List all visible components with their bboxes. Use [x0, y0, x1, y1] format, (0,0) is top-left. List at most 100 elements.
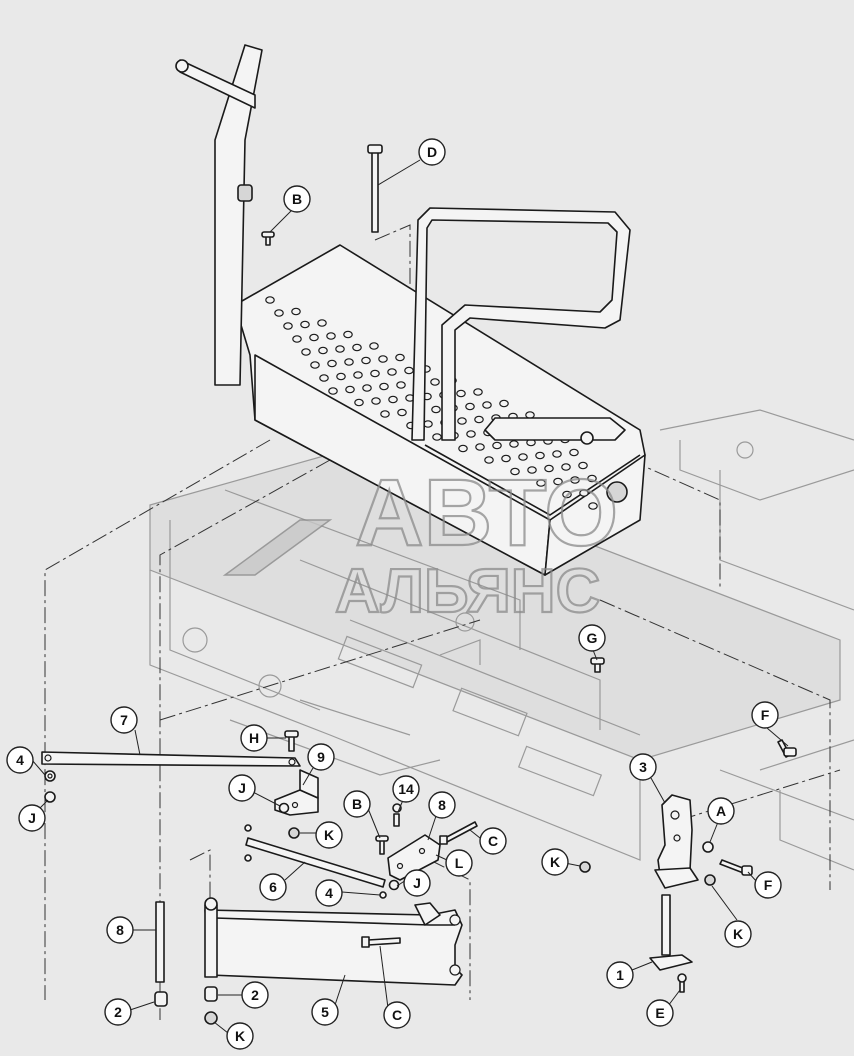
platform-hole — [318, 346, 328, 355]
callout-B: B — [283, 185, 311, 213]
svg-text:8: 8 — [438, 797, 446, 813]
svg-text:A: A — [716, 803, 726, 819]
phantom-lines — [44, 224, 841, 1020]
callout-4: 4 — [6, 746, 34, 774]
platform-hole — [578, 461, 588, 470]
svg-text:6: 6 — [269, 879, 277, 895]
callout-J: J — [228, 774, 256, 802]
callout-C: C — [383, 1001, 411, 1029]
platform-hole — [310, 361, 320, 369]
platform-hole — [326, 332, 336, 340]
bolt-H — [284, 730, 299, 752]
platform-hole — [404, 366, 414, 375]
part-6-rod — [244, 824, 387, 899]
platform-hole — [388, 395, 398, 404]
svg-text:4: 4 — [16, 752, 24, 768]
platform-hole — [370, 369, 380, 378]
part-2-bushing-left — [154, 991, 168, 1007]
svg-text:H: H — [249, 730, 259, 746]
svg-text:L: L — [455, 855, 464, 871]
callout-9: 9 — [307, 743, 335, 771]
platform-hole — [291, 307, 301, 316]
callout-L: L — [445, 849, 473, 877]
callout-14: 14 — [392, 775, 420, 803]
callout-J: J — [403, 869, 431, 897]
svg-text:K: K — [324, 827, 334, 843]
callout-8: 8 — [106, 916, 134, 944]
platform-hole — [319, 374, 329, 382]
bolt-F-top — [777, 739, 797, 758]
platform-hole — [283, 322, 293, 330]
platform-hole — [354, 398, 364, 407]
svg-text:D: D — [427, 144, 437, 160]
bolt-F-right — [719, 859, 753, 876]
platform-hole — [552, 450, 562, 458]
platform-hole — [380, 410, 390, 418]
platform-hole — [423, 420, 433, 428]
callout-E: E — [646, 999, 674, 1027]
svg-text:B: B — [292, 191, 302, 207]
svg-text:C: C — [392, 1007, 402, 1023]
svg-text:K: K — [733, 926, 743, 942]
part-A-washer — [702, 841, 714, 853]
part-3-bracket — [654, 794, 699, 889]
platform-hole — [587, 474, 597, 483]
platform-hole — [579, 489, 589, 497]
platform-hole — [518, 453, 528, 461]
svg-text:C: C — [488, 833, 498, 849]
part-J-nut-left — [44, 791, 56, 803]
platform-hole — [536, 479, 546, 487]
svg-text:7: 7 — [120, 712, 128, 728]
callout-2: 2 — [241, 981, 269, 1009]
bolt-D — [367, 144, 383, 233]
part-K-nut-right2 — [704, 874, 716, 886]
callout-F: F — [751, 701, 779, 729]
bolt-E — [677, 973, 687, 993]
part-8-plate — [387, 834, 441, 881]
watermark-logo: АВТО АЛЬЯНС — [222, 459, 619, 627]
platform-hole — [353, 371, 363, 379]
callout-2: 2 — [104, 998, 132, 1026]
platform-hole — [431, 405, 441, 414]
platform-hole — [379, 382, 389, 391]
platform-knob — [580, 431, 628, 503]
platform-hole — [395, 353, 405, 362]
platform-hole — [361, 356, 371, 365]
platform-hole — [396, 381, 406, 389]
platform-hole — [588, 502, 598, 510]
platform-hole — [335, 345, 345, 353]
platform-hole — [553, 477, 563, 486]
svg-text:F: F — [761, 707, 770, 723]
leader-lines — [31, 159, 789, 1034]
platform-hole — [562, 490, 572, 499]
platform-hole — [474, 415, 484, 424]
callout-K: K — [315, 821, 343, 849]
platform-hole — [274, 309, 284, 317]
svg-text:K: K — [235, 1028, 245, 1044]
part-4-washer-left — [44, 770, 56, 782]
callout-F: F — [754, 871, 782, 899]
platform-hole — [345, 385, 355, 394]
platform-hole — [344, 358, 354, 366]
part-K-nut-bottom — [204, 1011, 218, 1025]
callout-K: K — [541, 848, 569, 876]
bolt-C-mid — [439, 821, 478, 845]
callout-G: G — [578, 624, 606, 652]
bolt-G — [590, 657, 605, 673]
callout-6: 6 — [259, 873, 287, 901]
svg-text:8: 8 — [116, 922, 124, 938]
part-J-nut-mid — [278, 802, 290, 814]
callout-H: H — [240, 724, 268, 752]
callout-K: K — [226, 1022, 254, 1050]
platform-hole — [432, 433, 442, 441]
platform-hole — [466, 430, 476, 438]
platform-hole — [544, 464, 554, 473]
part-1-pin-base — [649, 894, 693, 971]
platform-hole — [309, 333, 319, 342]
watermark-line2: АЛЬЯНС — [335, 557, 600, 626]
platform-hole — [499, 399, 509, 408]
callout-5: 5 — [311, 998, 339, 1026]
platform-hole — [378, 355, 388, 363]
platform-hole — [465, 402, 475, 411]
callout-7: 7 — [110, 706, 138, 734]
